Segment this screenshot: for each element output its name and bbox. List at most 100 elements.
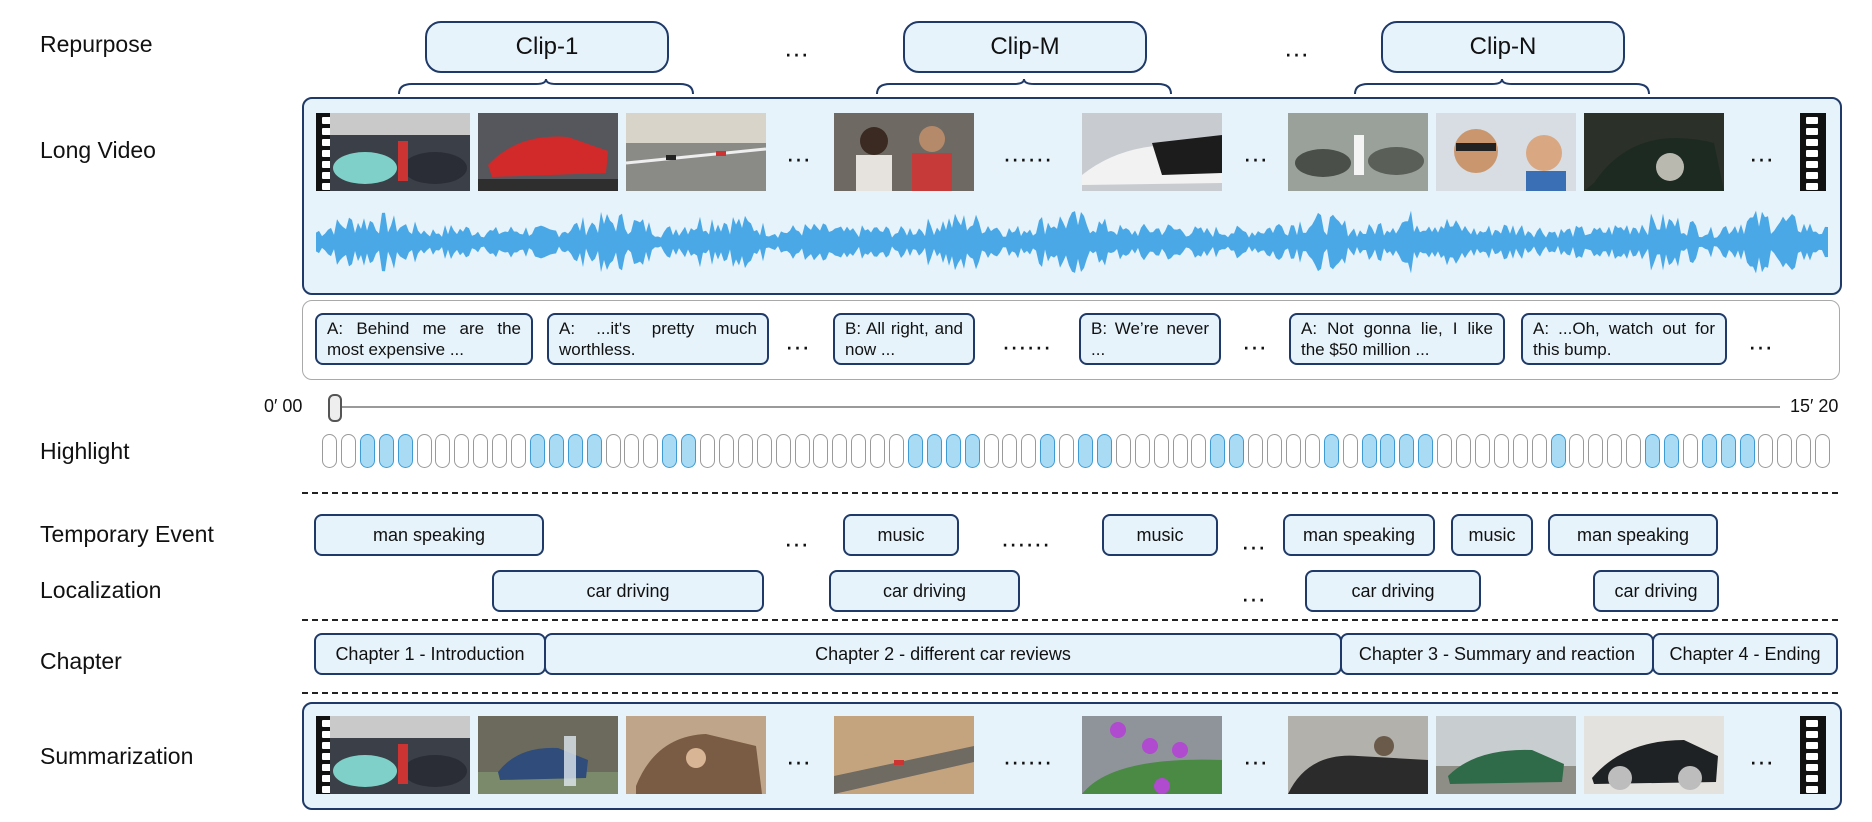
timeline-slider-handle[interactable] [328, 394, 342, 422]
highlight-cell [1267, 434, 1282, 468]
event-ellipsis: ...... [1001, 522, 1051, 553]
highlight-cell [1682, 434, 1698, 468]
localization-tag: car driving [1305, 570, 1481, 612]
highlight-cell [964, 434, 980, 468]
highlight-cell [1474, 434, 1490, 468]
highlight-cell [775, 434, 791, 468]
highlight-cell [1134, 434, 1150, 468]
highlight-cell [1739, 434, 1755, 468]
highlight-cell [1248, 434, 1264, 468]
highlight-cell [1663, 434, 1679, 468]
video-frame [1082, 113, 1222, 191]
separator [302, 492, 1838, 494]
localization-tag: car driving [492, 570, 764, 612]
separator [302, 692, 1838, 694]
highlight-cell [737, 434, 753, 468]
subtitle-box: A: ...Oh, watch out for this bump. [1521, 313, 1727, 365]
clip-m-box: Clip-M [903, 21, 1147, 73]
highlight-cell [322, 434, 337, 468]
highlight-cell [1096, 434, 1112, 468]
highlight-cell [1153, 434, 1169, 468]
event-ellipsis: ... [1241, 525, 1267, 556]
highlight-cell [511, 434, 526, 468]
summary-frame [1288, 716, 1428, 794]
highlight-cell [1758, 434, 1774, 468]
clip-m-bracket [876, 79, 1172, 95]
highlight-cell [700, 434, 715, 468]
clip-ellipsis-2: ... [1284, 32, 1310, 63]
summary-frame [1584, 716, 1724, 794]
highlight-cell [529, 434, 545, 468]
highlight-cell [359, 434, 375, 468]
clip-1-box: Clip-1 [425, 21, 669, 73]
highlight-cell [1531, 434, 1547, 468]
video-frame [1584, 113, 1724, 191]
highlight-cell [870, 434, 886, 468]
frame-ellipsis: ... [1243, 137, 1269, 168]
event-ellipsis: ... [784, 522, 810, 553]
subtitle-ellipsis: ... [1748, 325, 1774, 356]
highlight-cell [1493, 434, 1509, 468]
video-frame [478, 113, 618, 191]
highlight-cell [378, 434, 394, 468]
highlight-cell [1229, 434, 1245, 468]
highlight-cell [1437, 434, 1453, 468]
highlight-cell [907, 434, 923, 468]
highlight-cell [945, 434, 961, 468]
timeline-end-label: 15′ 20 [1790, 396, 1839, 416]
highlight-cell [1021, 434, 1037, 468]
label-repurpose: Repurpose [40, 31, 153, 57]
summary-frame [834, 716, 974, 794]
label-chapter: Chapter [40, 648, 122, 674]
summary-frame [1436, 716, 1576, 794]
localization-ellipsis: ... [1241, 577, 1267, 608]
highlight-cell [1380, 434, 1396, 468]
highlight-cell [416, 434, 432, 468]
video-frame [1288, 113, 1428, 191]
highlight-cell [1172, 434, 1188, 468]
highlight-cell [794, 434, 810, 468]
highlight-cell [1040, 434, 1056, 468]
video-frame [626, 113, 766, 191]
video-frame [330, 113, 470, 191]
localization-tag: car driving [1593, 570, 1719, 612]
highlight-cell [1304, 434, 1320, 468]
film-reel-right-icon [1800, 716, 1826, 794]
highlight-cell [1626, 434, 1642, 468]
highlight-cell [586, 434, 602, 468]
highlight-cell [1399, 434, 1415, 468]
highlight-cell [718, 434, 734, 468]
summary-ellipsis: ... [1243, 740, 1269, 771]
highlight-cell [435, 434, 451, 468]
video-frame [1436, 113, 1576, 191]
localization-tag: car driving [829, 570, 1020, 612]
summary-ellipsis: ... [786, 740, 812, 771]
label-summarization: Summarization [40, 743, 194, 769]
highlight-cell [1078, 434, 1093, 468]
highlight-cell [1607, 434, 1623, 468]
audio-waveform [316, 210, 1828, 274]
subtitle-ellipsis: ...... [1002, 325, 1052, 356]
subtitle-box: B: All right, and now ... [833, 313, 975, 365]
summarization-frames [304, 716, 1840, 794]
highlight-cell [454, 434, 470, 468]
separator [302, 619, 1838, 621]
highlight-cell [605, 434, 621, 468]
summary-ellipsis: ...... [1003, 740, 1053, 771]
video-frame [834, 113, 974, 191]
subtitle-ellipsis: ... [1242, 325, 1268, 356]
clip-n-box: Clip-N [1381, 21, 1625, 73]
highlight-cell [1645, 434, 1660, 468]
subtitle-box: A: Behind me are the most expensive ... [315, 313, 533, 365]
long-video-panel: ... ...... ... ... [302, 97, 1842, 295]
highlight-cell [643, 434, 659, 468]
highlight-cell [492, 434, 508, 468]
highlight-cell [1512, 434, 1528, 468]
summary-frame [626, 716, 766, 794]
chapter-tag: Chapter 2 - different car reviews [544, 633, 1342, 675]
event-tag: music [1102, 514, 1218, 556]
highlight-cell [889, 434, 904, 468]
chapter-tag: Chapter 4 - Ending [1652, 633, 1838, 675]
highlight-cell [1569, 434, 1585, 468]
highlight-cell [1361, 434, 1377, 468]
